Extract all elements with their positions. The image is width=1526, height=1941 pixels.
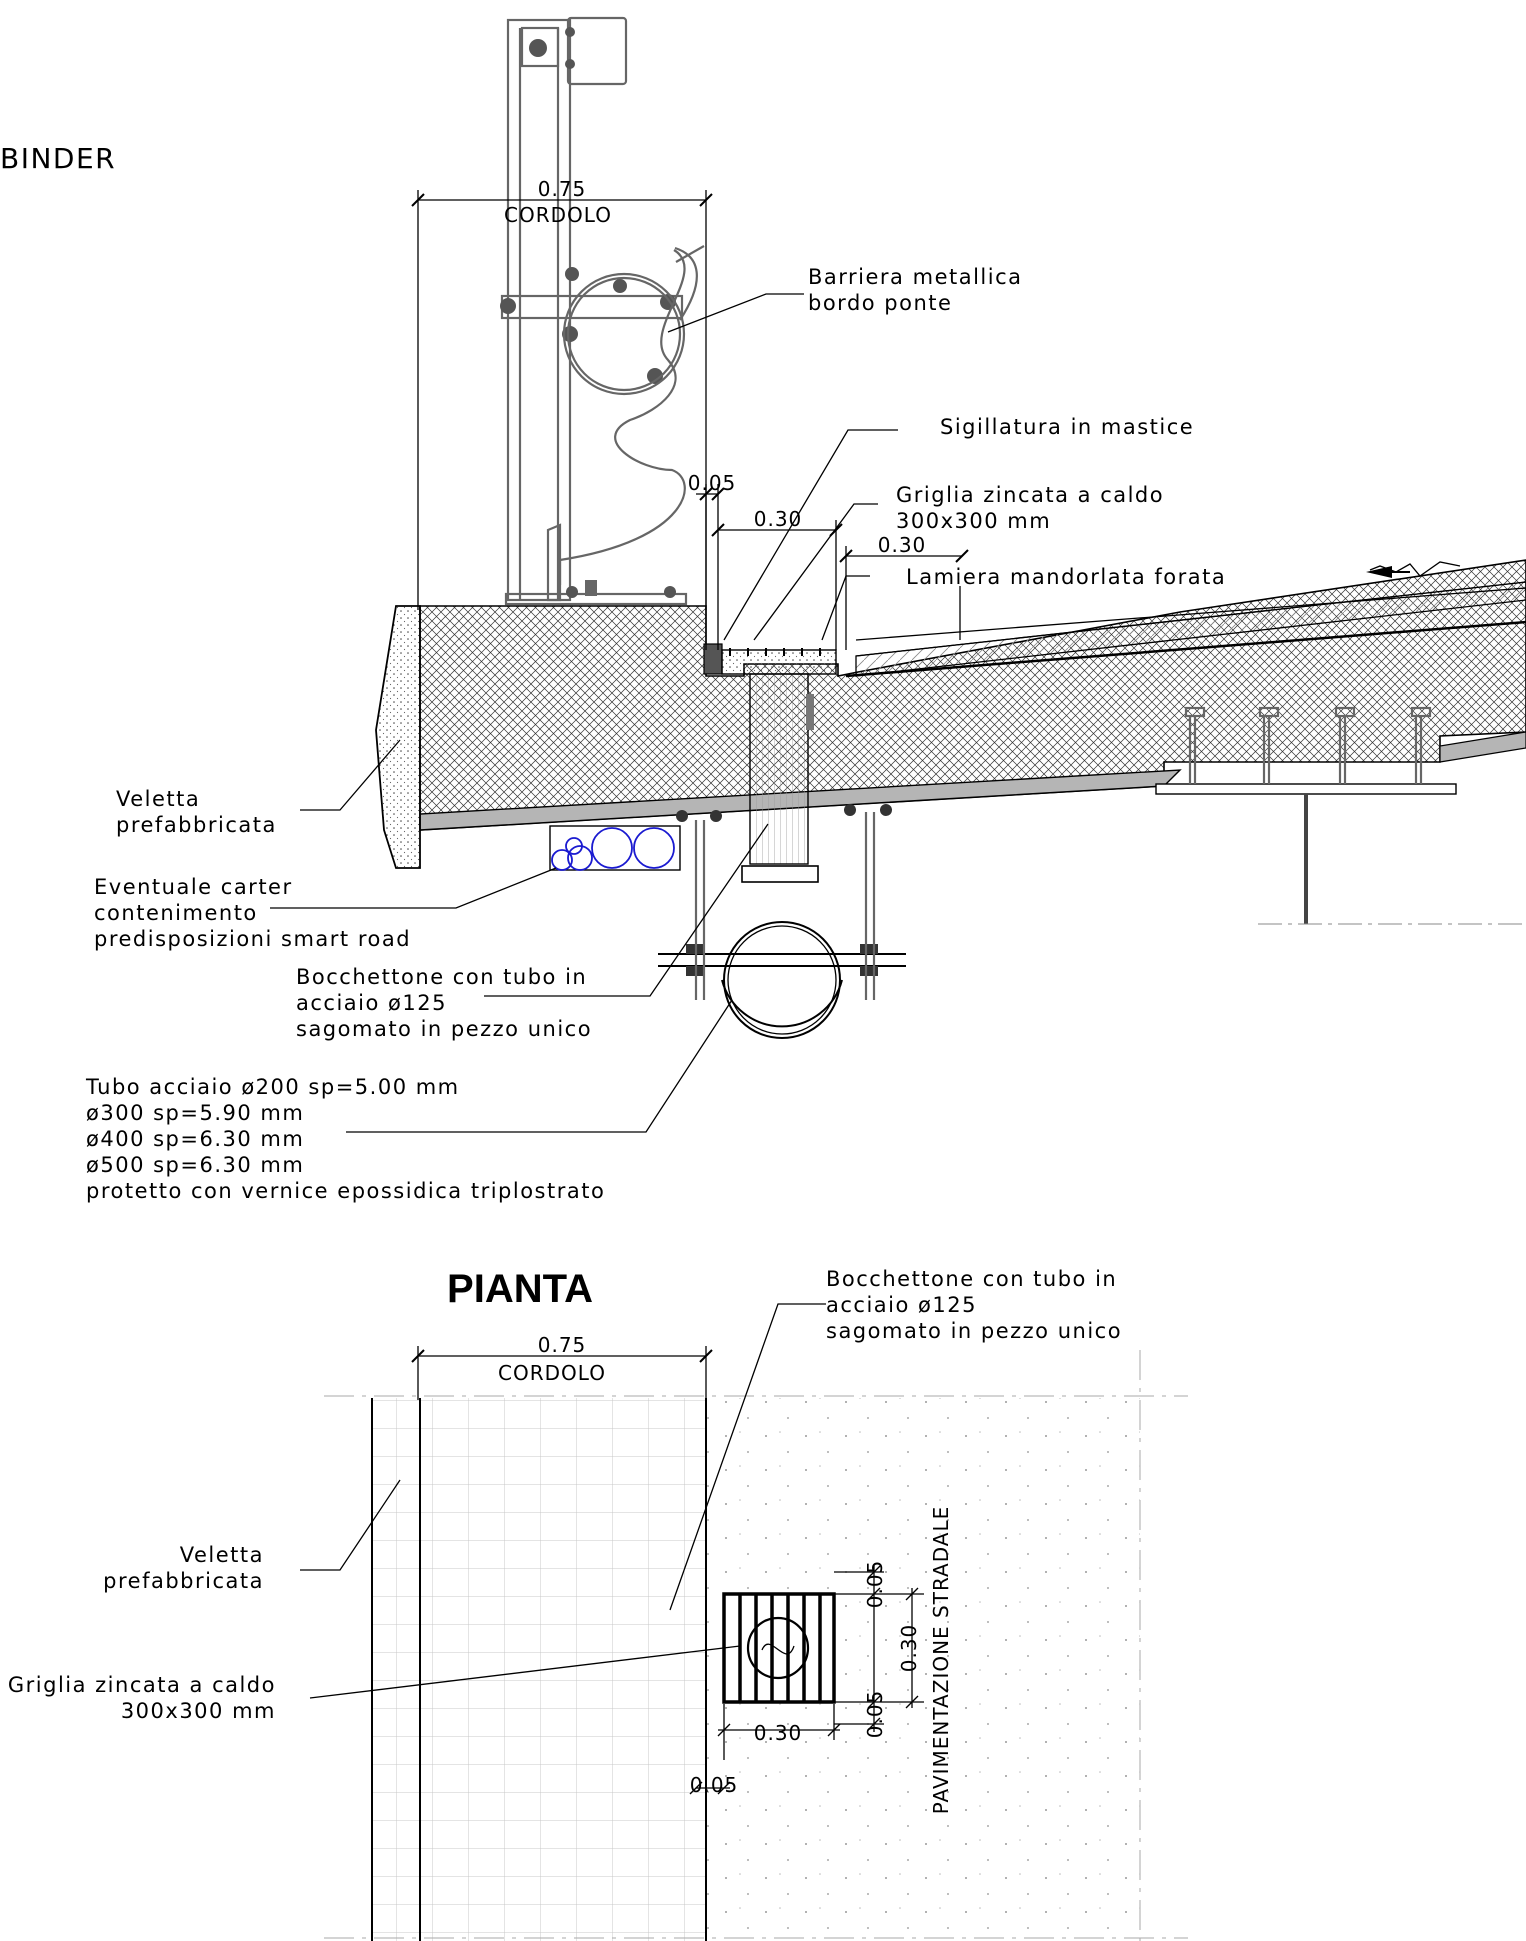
plan-label-bocchettone-1: Bocchettone con tubo in xyxy=(826,1267,1117,1291)
section-view: 0.75 CORDOLO xyxy=(0,16,1526,1203)
label-barriera-2: bordo ponte xyxy=(808,291,952,315)
plan-dim-cordolo-value: 0.75 xyxy=(538,1333,587,1357)
label-carter-3: predisposizioni smart road xyxy=(94,927,411,951)
plan-label-veletta-1: Veletta xyxy=(180,1543,264,1567)
dim-small xyxy=(696,484,969,650)
shear-studs xyxy=(1184,706,1432,784)
leaders-section xyxy=(270,293,961,1133)
drain-outlet xyxy=(703,643,837,883)
label-sigillatura: Sigillatura in mastice xyxy=(940,415,1194,439)
plan-label-veletta-2: prefabbricata xyxy=(103,1569,264,1593)
label-carter-2: contenimento xyxy=(94,901,258,925)
plan-view: PIANTA 0.75 CORDOLO xyxy=(8,1267,1188,1941)
plan-dims xyxy=(689,1564,924,1795)
label-barriera-1: Barriera metallica xyxy=(808,265,1023,289)
plan-dim-030-vert: 0.30 xyxy=(897,1624,921,1673)
plan-dim-030-horiz: 0.30 xyxy=(754,1721,803,1745)
dim-030-grid: 0.30 xyxy=(754,507,803,531)
plan-title: PIANTA xyxy=(447,1267,593,1311)
label-tubo-3: ø400 sp=6.30 mm xyxy=(86,1127,304,1151)
label-carter-1: Eventuale carter xyxy=(94,875,293,899)
label-tubo-2: ø300 sp=5.90 mm xyxy=(86,1101,304,1125)
label-tubo-4: ø500 sp=6.30 mm xyxy=(86,1153,304,1177)
label-griglia-1: Griglia zincata a caldo xyxy=(896,483,1164,507)
label-bocchettone-1: Bocchettone con tubo in xyxy=(296,965,587,989)
plan-label-griglia-1: Griglia zincata a caldo xyxy=(8,1673,276,1697)
plan-label-griglia-2: 300x300 mm xyxy=(121,1699,276,1723)
binder-label: BINDER xyxy=(0,142,116,175)
label-lamiera: Lamiera mandorlata forata xyxy=(906,565,1226,589)
label-tubo-1: Tubo acciaio ø200 sp=5.00 mm xyxy=(85,1075,460,1099)
leaders-plan xyxy=(300,1303,826,1699)
barrier-post xyxy=(500,16,705,606)
plan-cordolo-label: CORDOLO xyxy=(498,1361,606,1385)
plan-pavimentazione: PAVIMENTAZIONE STRADALE xyxy=(929,1506,953,1814)
label-bocchettone-3: sagomato in pezzo unico xyxy=(296,1017,592,1041)
plan-dim-005-bot: 0.05 xyxy=(863,1690,887,1739)
dim-cordolo-value: 0.75 xyxy=(538,177,587,201)
label-griglia-2: 300x300 mm xyxy=(896,509,1051,533)
dim-cordolo xyxy=(411,190,713,610)
plan-label-bocchettone-3: sagomato in pezzo unico xyxy=(826,1319,1122,1343)
pavement-layers xyxy=(845,561,1526,678)
veletta-panel xyxy=(375,605,421,869)
dim-030-lamiera: 0.30 xyxy=(878,533,927,557)
dim-005: 0.05 xyxy=(688,471,737,495)
label-tubo-5: protetto con vernice epossidica triplost… xyxy=(86,1179,605,1203)
plan-dim-005-side: 0.05 xyxy=(690,1773,739,1797)
label-veletta-2: prefabbricata xyxy=(116,813,277,837)
plan-label-bocchettone-2: acciaio ø125 xyxy=(826,1293,977,1317)
plan-dim-cordolo xyxy=(411,1346,713,1400)
label-veletta-1: Veletta xyxy=(116,787,200,811)
cordolo-label: CORDOLO xyxy=(504,203,612,227)
smart-road-carter xyxy=(549,825,681,871)
plan-curb-area xyxy=(372,1398,706,1941)
plan-grate xyxy=(722,1592,836,1704)
plan-dim-005-top: 0.05 xyxy=(863,1560,887,1609)
label-bocchettone-2: acciaio ø125 xyxy=(296,991,447,1015)
